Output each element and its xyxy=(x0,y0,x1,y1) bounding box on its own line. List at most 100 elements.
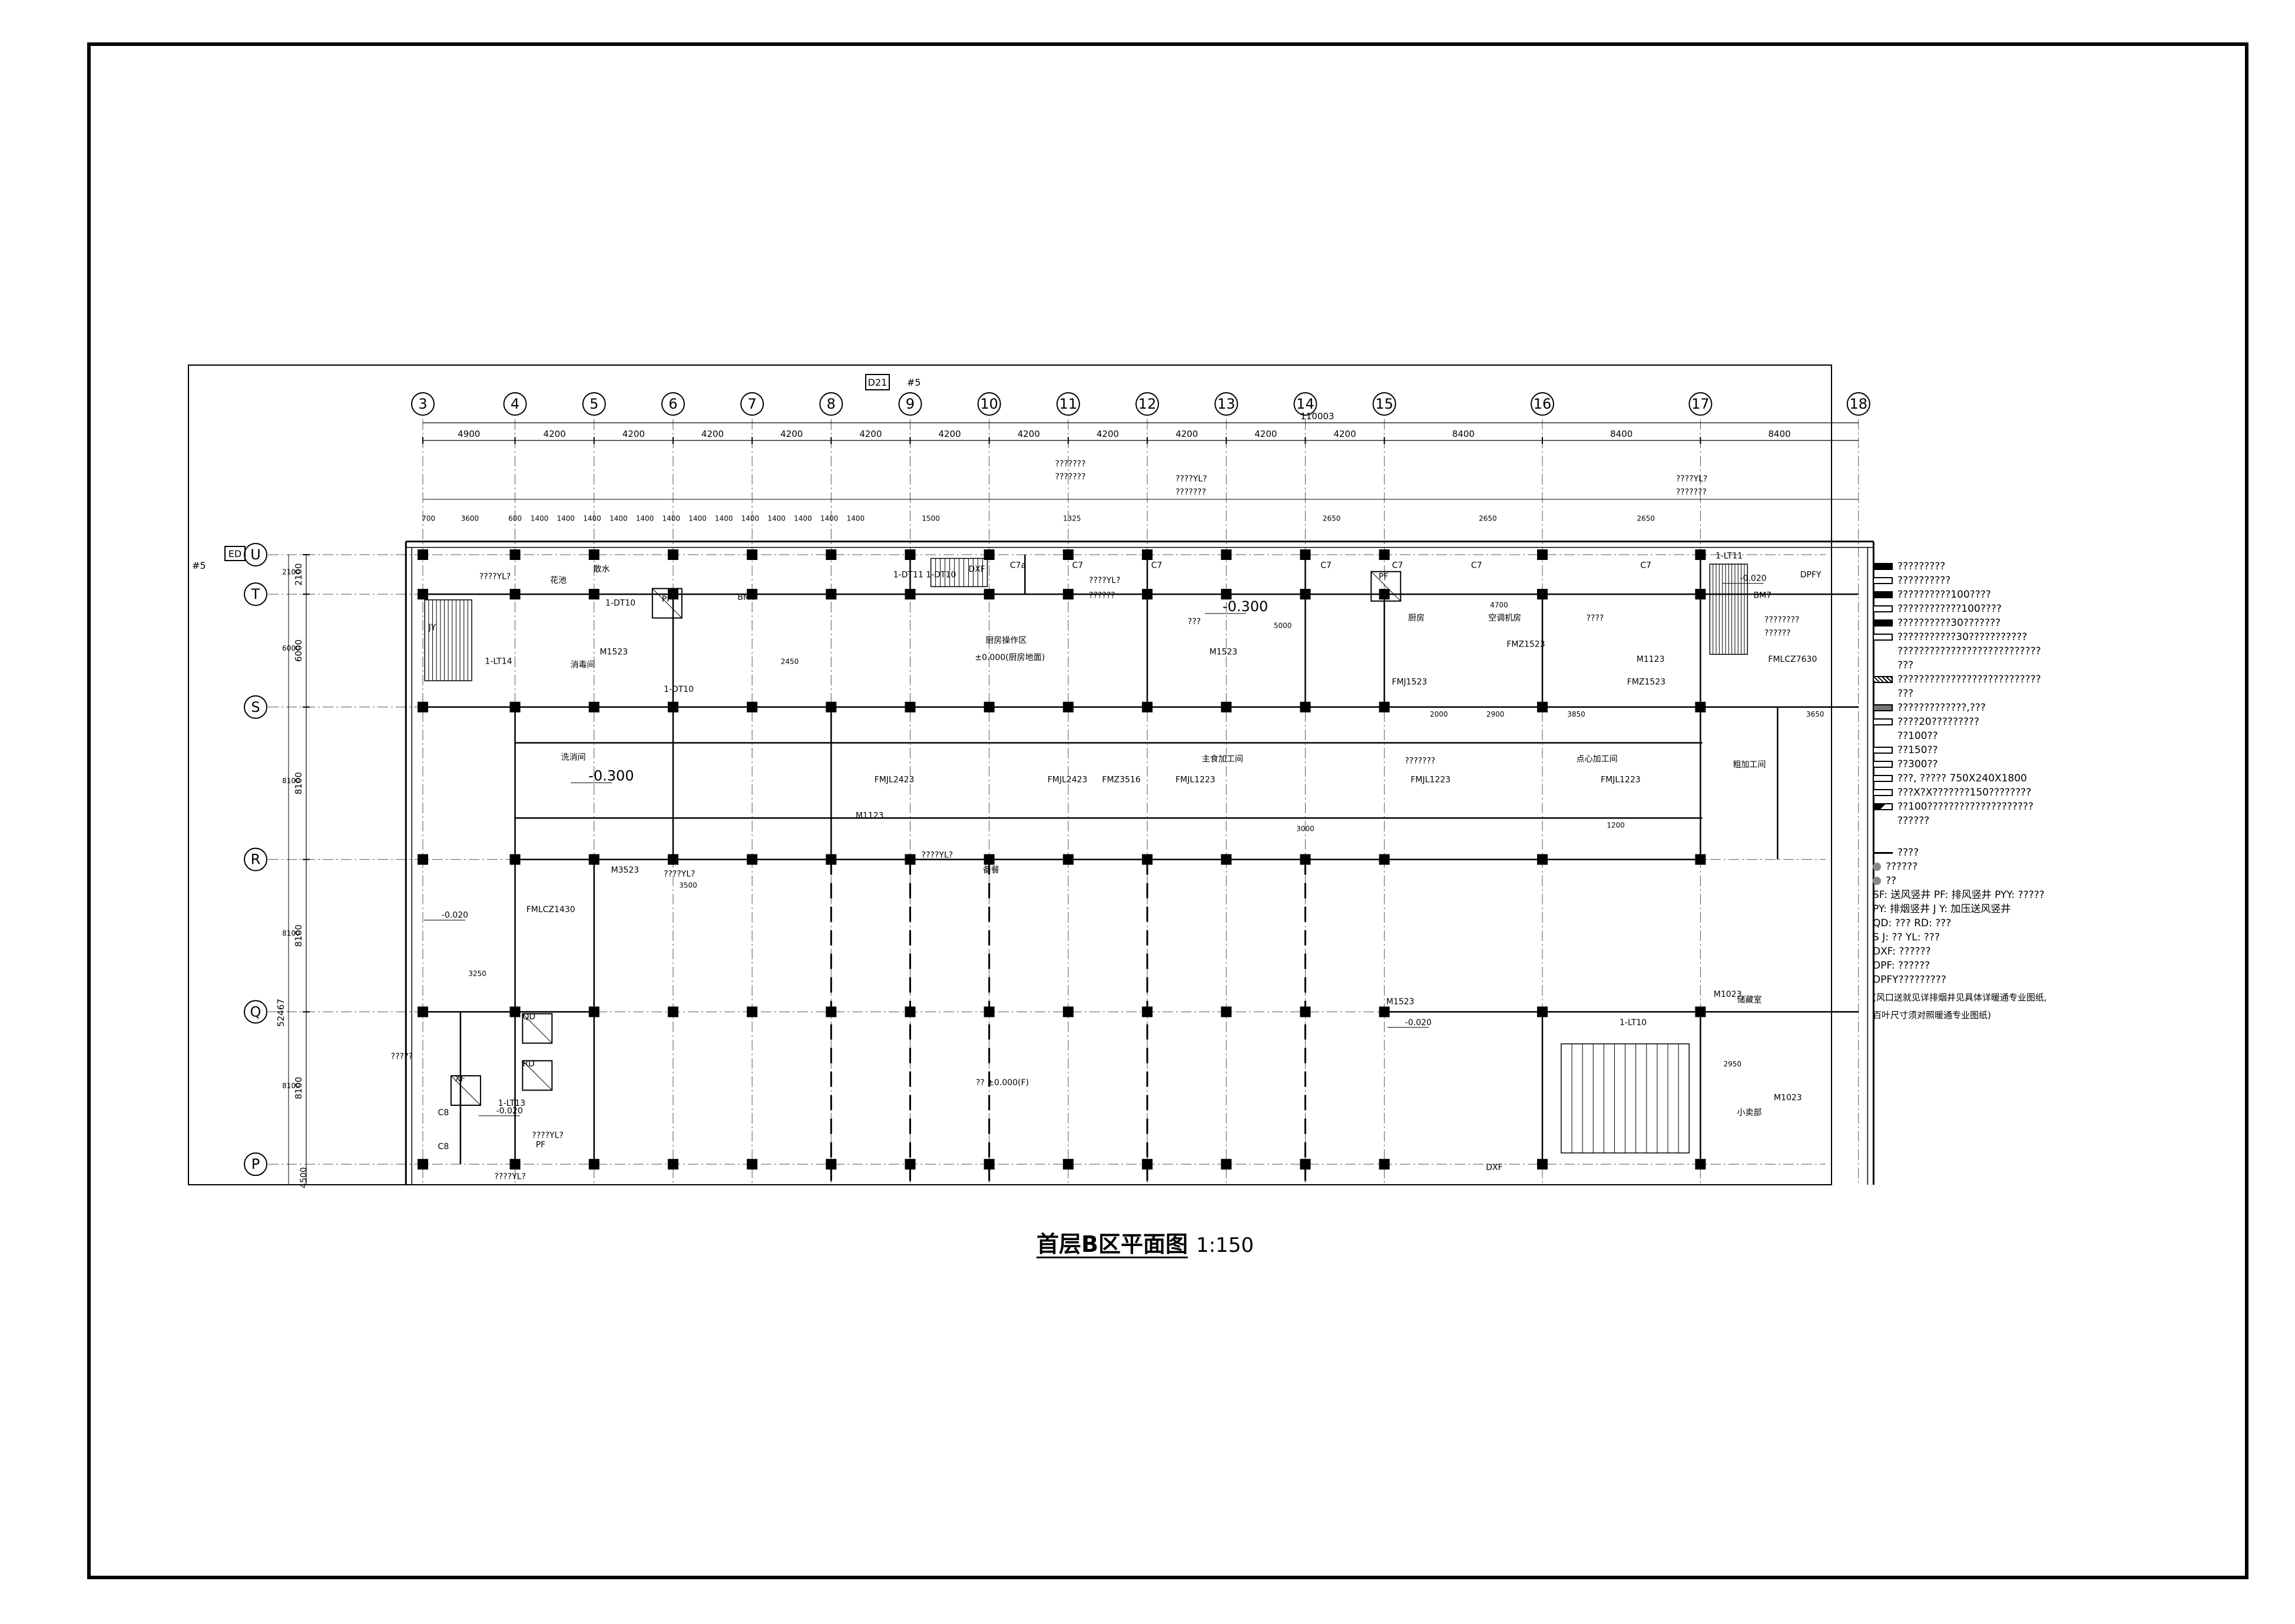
dim-axis-spacing: 4200 xyxy=(701,429,724,439)
legend-item: ??150?? xyxy=(1873,743,2049,757)
structural-column xyxy=(826,1159,837,1170)
structural-column xyxy=(1221,549,1232,560)
structural-column xyxy=(1142,589,1153,600)
legend-item: ??????????????????????????? xyxy=(1873,672,2049,687)
structural-column xyxy=(667,854,678,865)
plan-tag: FMLCZ7630 xyxy=(1768,655,1817,664)
index-mark-ref: #5 xyxy=(907,377,921,388)
room-label: 厨房操作区 xyxy=(985,636,1026,645)
index-mark-side: ED #5 xyxy=(192,546,246,571)
structural-column xyxy=(588,549,600,560)
shaft xyxy=(522,1060,553,1091)
structural-column xyxy=(983,701,995,712)
plan-tag: FMJL2423 xyxy=(875,775,915,785)
legend-text: ?? xyxy=(1886,875,1897,887)
room-label: ???? xyxy=(1587,614,1604,623)
structural-column xyxy=(1695,549,1706,560)
legend-text: ??? xyxy=(1897,688,1914,700)
level-mark: -0.020 xyxy=(496,1106,523,1116)
plan-tag: 1-DT11 1-DT10 xyxy=(893,570,956,579)
structural-column xyxy=(747,854,758,865)
plan-tag: 1-LT11 xyxy=(1716,551,1743,561)
room-label: C7 xyxy=(1471,561,1482,570)
structural-column xyxy=(826,549,837,560)
plan-title: 首层B区平面图 xyxy=(1036,1231,1188,1257)
legend-swatch-blank xyxy=(1873,648,1893,655)
legend-code: SF: 送风竖井 PF: 排风竖井 PYY: ????? xyxy=(1873,889,2045,901)
side-index-ref: #5 xyxy=(192,560,206,571)
structural-column xyxy=(588,1159,600,1170)
room-label: ??????? xyxy=(1405,757,1435,766)
dim-detail: 2650 xyxy=(1479,514,1497,522)
room-label: 储藏室 xyxy=(1737,995,1761,1005)
dim-axis-spacing: 4900 xyxy=(458,429,480,439)
legend-swatch-blank xyxy=(1873,733,1893,740)
plan-tag: M1523 xyxy=(600,647,628,657)
structural-column xyxy=(418,589,428,600)
plan-tag: FMJL2423 xyxy=(1048,775,1088,785)
plan-tag: C8 xyxy=(438,1142,449,1152)
index-mark-label: D21 xyxy=(868,377,887,388)
shaft xyxy=(522,1013,553,1044)
dim-detail: 700 xyxy=(422,514,435,522)
dim-detail: 1500 xyxy=(922,514,940,522)
legend-text: ????????????100???? xyxy=(1897,603,2002,615)
axis-label-col: 17 xyxy=(1691,396,1710,412)
structural-column xyxy=(1300,549,1311,560)
axis-label-col: 14 xyxy=(1296,396,1314,412)
axis-bubble-col xyxy=(503,392,527,416)
axis-label-col: 13 xyxy=(1217,396,1236,412)
structural-column xyxy=(905,549,916,560)
legend-text: ??100???????????????????? xyxy=(1897,801,2034,813)
structural-column xyxy=(667,701,678,712)
axis-label-col: 18 xyxy=(1850,396,1868,412)
plan-tag: PF xyxy=(662,595,672,604)
dim-detail: 1400 xyxy=(662,514,680,522)
structural-column xyxy=(826,589,837,600)
structural-column xyxy=(1537,701,1548,712)
dim-detail: 1400 xyxy=(794,514,812,522)
legend-text: ????20????????? xyxy=(1897,716,1979,728)
legend-item: ?????????? xyxy=(1873,574,2049,588)
axis-bubble-row xyxy=(244,1000,267,1024)
legend-swatch xyxy=(1873,619,1893,627)
side-index-label: ED xyxy=(228,548,241,559)
legend-swatch-blank xyxy=(1873,662,1893,669)
dim-detail: 3600 xyxy=(461,514,479,522)
structural-column xyxy=(1062,701,1074,712)
dim-detail: 6000 xyxy=(282,644,300,652)
legend-line-item: ?????? xyxy=(1873,860,2049,874)
axis-bubble-col xyxy=(1214,392,1238,416)
dim-axis-spacing: 4200 xyxy=(1097,429,1119,439)
room-label: 厨房 xyxy=(1408,614,1425,623)
structural-column xyxy=(509,701,521,712)
structural-column xyxy=(418,549,428,560)
axis-bubble-col xyxy=(1846,392,1870,416)
axis-bubble-col xyxy=(1056,392,1080,416)
axis-bubble-col xyxy=(411,392,435,416)
level-mark: -0.020 xyxy=(1740,574,1767,584)
axis-label-row: S xyxy=(251,699,260,715)
room-label: C7 xyxy=(1072,561,1084,570)
structural-column xyxy=(747,1006,758,1018)
dim-row-spacing: 2100 xyxy=(293,563,304,585)
legend-item: ??????????????????????????? xyxy=(1873,644,2049,658)
shaft-cross xyxy=(652,588,683,618)
structural-column xyxy=(747,1159,758,1170)
legend-note: 百叶尺寸须对照暖通专业图纸) xyxy=(1873,1010,1991,1020)
plan-tag: 1-DT10 xyxy=(664,685,694,694)
plan-tag: ????YL? xyxy=(494,1172,526,1182)
axis-label-row: U xyxy=(250,546,261,563)
axis-label-col: 11 xyxy=(1059,396,1078,412)
legend-item: ??100?? xyxy=(1873,729,2049,743)
plan-tag: RD xyxy=(522,1059,535,1069)
structural-column xyxy=(747,589,758,600)
structural-column xyxy=(418,1159,428,1170)
dim-row-spacing: 8100 xyxy=(293,772,304,794)
dim-detail: 2900 xyxy=(1486,710,1505,718)
structural-column xyxy=(905,701,916,712)
dim-detail: 1400 xyxy=(557,514,575,522)
structural-column xyxy=(1062,1006,1074,1018)
plan-tag: M1123 xyxy=(1637,655,1665,664)
